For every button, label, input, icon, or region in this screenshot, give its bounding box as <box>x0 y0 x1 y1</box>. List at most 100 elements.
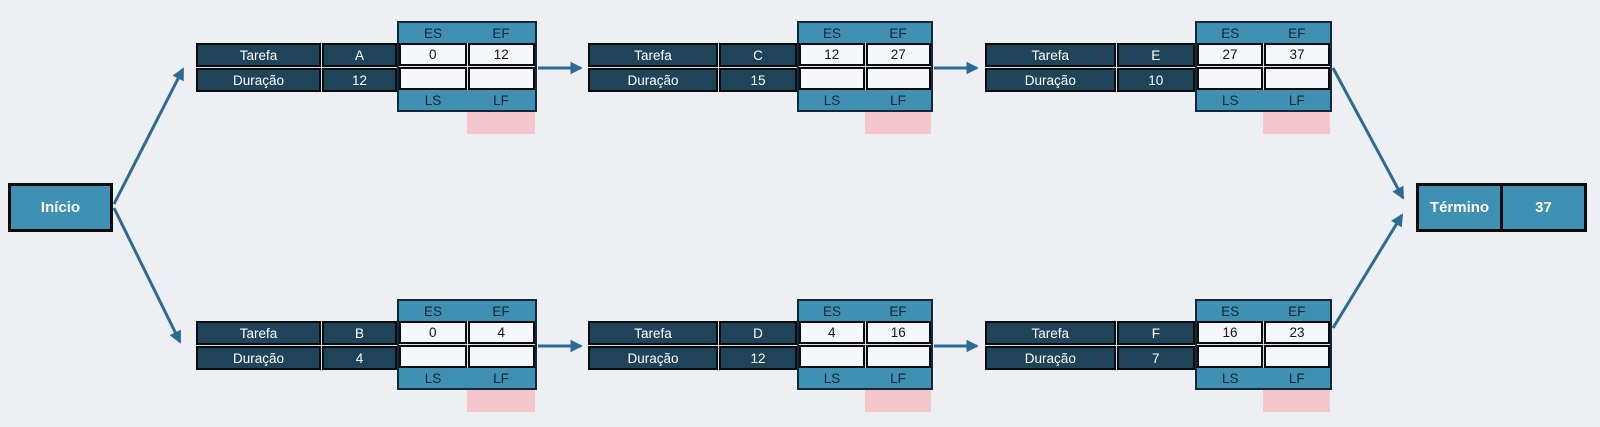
ls-value <box>799 345 865 368</box>
ls-lf-footer: LS LF <box>799 90 931 110</box>
lf-value <box>865 345 931 368</box>
task-field-label: Tarefa <box>588 321 718 345</box>
slack-highlight-cell <box>865 390 931 412</box>
task-id: E <box>1116 43 1195 67</box>
es-ef-header: ES EF <box>399 23 535 43</box>
lf-label: LF <box>493 370 509 386</box>
ls-label: LS <box>1221 370 1239 386</box>
lf-value <box>467 67 535 90</box>
es-ef-header: ES EF <box>1197 301 1330 321</box>
task-field-label: Tarefa <box>985 321 1116 345</box>
es-ef-header: ES EF <box>799 23 931 43</box>
duration-value: 12 <box>321 68 397 92</box>
ef-label: EF <box>1288 303 1306 319</box>
ls-value <box>399 67 467 90</box>
schedule-table: ES EF 4 16 LS LF <box>797 299 933 390</box>
task-id: D <box>719 321 797 345</box>
ef-label: EF <box>889 303 907 319</box>
es-ef-header: ES EF <box>799 301 931 321</box>
lf-value <box>1264 345 1330 368</box>
schedule-table: ES EF 16 23 LS LF <box>1195 299 1332 390</box>
ls-lf-footer: LS LF <box>399 90 535 110</box>
duration-field-label: Duração <box>196 346 321 370</box>
es-ef-header: ES EF <box>1197 23 1330 43</box>
ls-value <box>1197 67 1263 90</box>
ls-label: LS <box>823 370 841 386</box>
duration-value: 7 <box>1116 346 1195 370</box>
task-info-table: Tarefa A Duração 12 <box>196 43 397 92</box>
task-field-label: Tarefa <box>196 321 321 345</box>
es-value: 0 <box>399 321 467 344</box>
lf-label: LF <box>1288 370 1305 386</box>
schedule-table: ES EF 0 4 LS LF <box>397 299 537 390</box>
termino-value: 37 <box>1500 186 1584 229</box>
duration-field-label: Duração <box>985 346 1116 370</box>
ls-label: LS <box>424 370 442 386</box>
task-info-table: Tarefa C Duração 15 <box>588 43 797 92</box>
slack-highlight-cell <box>467 112 535 134</box>
ls-lf-footer: LS LF <box>1197 90 1330 110</box>
task-field-label: Tarefa <box>196 43 321 67</box>
es-ef-header: ES EF <box>399 301 535 321</box>
task-id: F <box>1116 321 1195 345</box>
lf-value <box>1264 67 1330 90</box>
ef-value: 4 <box>467 321 535 344</box>
arrow-e-to-termino <box>1331 67 1405 200</box>
ls-label: LS <box>1221 92 1239 108</box>
schedule-table: ES EF 12 27 LS LF <box>797 21 933 112</box>
es-value: 0 <box>399 43 467 66</box>
lf-label: LF <box>890 370 906 386</box>
ef-value: 16 <box>865 321 931 344</box>
duration-field-label: Duração <box>588 346 718 370</box>
ls-value <box>799 67 865 90</box>
lf-value <box>865 67 931 90</box>
ef-label: EF <box>492 303 510 319</box>
slack-highlight-cell <box>467 390 535 412</box>
schedule-table: ES EF 27 37 LS LF <box>1195 21 1332 112</box>
ef-label: EF <box>492 25 510 41</box>
ef-value: 27 <box>865 43 931 66</box>
ls-lf-footer: LS LF <box>1197 368 1330 388</box>
slack-highlight-cell <box>1263 112 1330 134</box>
slack-highlight-cell <box>1263 390 1330 412</box>
es-label: ES <box>1221 25 1240 41</box>
ls-value <box>399 345 467 368</box>
slack-highlight-cell <box>865 112 931 134</box>
schedule-table: ES EF 0 12 LS LF <box>397 21 537 112</box>
es-label: ES <box>822 303 841 319</box>
es-value: 4 <box>799 321 865 344</box>
ef-value: 37 <box>1264 43 1330 66</box>
duration-value: 12 <box>719 346 797 370</box>
es-label: ES <box>423 303 442 319</box>
task-field-label: Tarefa <box>588 43 718 67</box>
duration-field-label: Duração <box>196 68 321 92</box>
task-info-table: Tarefa B Duração 4 <box>196 321 397 370</box>
lf-label: LF <box>1288 92 1305 108</box>
arrow-inicio-to-b <box>112 207 182 344</box>
lf-label: LF <box>493 92 509 108</box>
lf-value <box>467 345 535 368</box>
ls-label: LS <box>823 92 841 108</box>
task-info-table: Tarefa D Duração 12 <box>588 321 797 370</box>
lf-label: LF <box>890 92 906 108</box>
duration-field-label: Duração <box>588 68 718 92</box>
termino-label: Término <box>1429 199 1490 216</box>
task-id: C <box>719 43 797 67</box>
es-label: ES <box>1221 303 1240 319</box>
ls-lf-footer: LS LF <box>799 368 931 388</box>
es-value: 12 <box>799 43 865 66</box>
ef-value: 12 <box>467 43 535 66</box>
duration-value: 4 <box>321 346 397 370</box>
duration-field-label: Duração <box>985 68 1116 92</box>
task-info-table: Tarefa F Duração 7 <box>985 321 1195 370</box>
es-value: 27 <box>1197 43 1263 66</box>
ls-value <box>1197 345 1263 368</box>
es-value: 16 <box>1197 321 1263 344</box>
task-id: B <box>321 321 397 345</box>
duration-value: 15 <box>719 68 797 92</box>
arrow-inicio-to-a <box>112 67 185 205</box>
ef-label: EF <box>889 25 907 41</box>
duration-value: 10 <box>1116 68 1195 92</box>
task-info-table: Tarefa E Duração 10 <box>985 43 1195 92</box>
